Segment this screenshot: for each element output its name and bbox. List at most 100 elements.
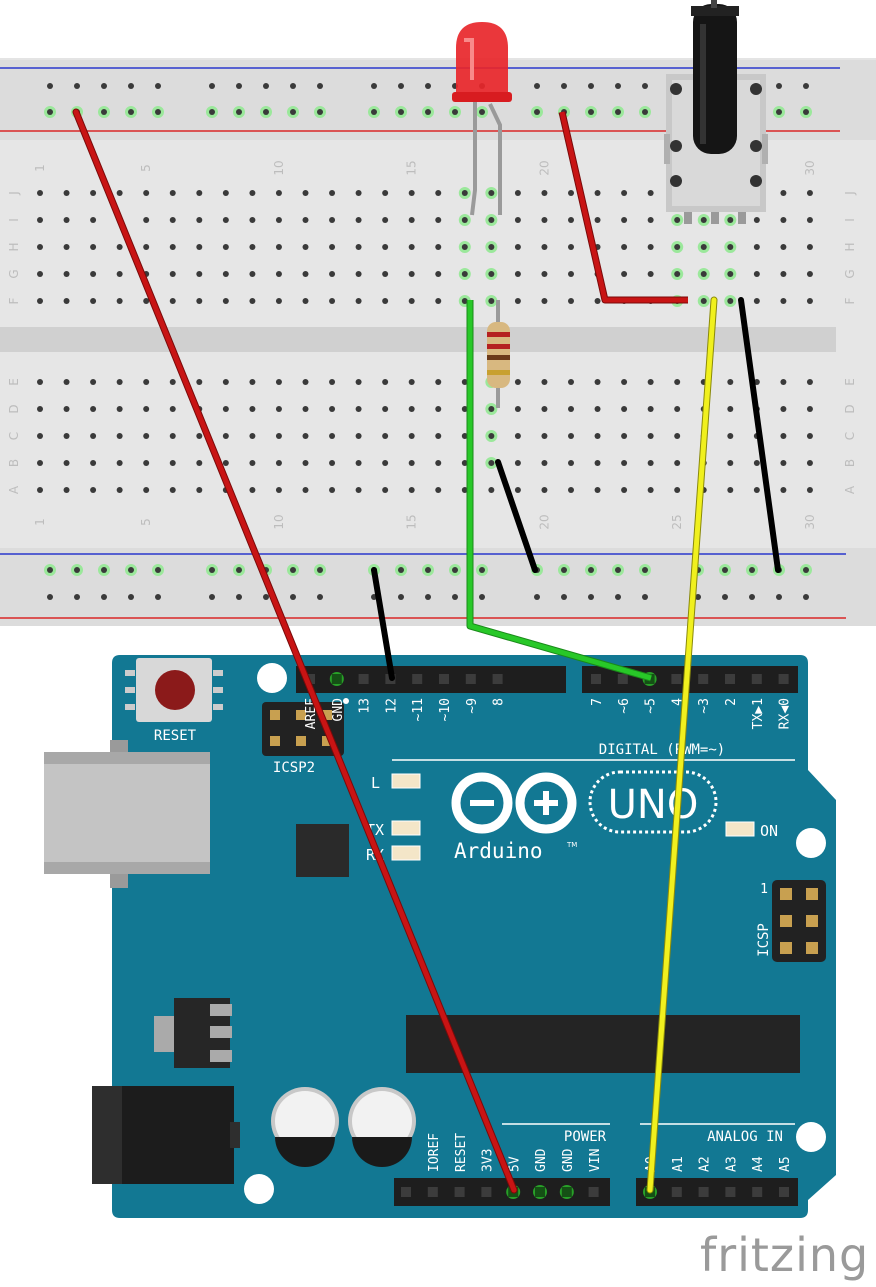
breadboard-hole[interactable] xyxy=(143,460,150,466)
breadboard-hole[interactable] xyxy=(222,271,229,277)
header-pin[interactable] xyxy=(465,674,476,684)
breadboard-hole[interactable] xyxy=(329,244,336,250)
breadboard-hole[interactable] xyxy=(621,433,628,439)
breadboard-hole[interactable] xyxy=(63,460,70,466)
breadboard-hole[interactable] xyxy=(90,298,97,304)
rail-hole[interactable] xyxy=(101,83,107,89)
breadboard-hole[interactable] xyxy=(90,487,97,493)
breadboard-hole[interactable] xyxy=(37,271,43,277)
breadboard-hole[interactable] xyxy=(647,271,654,277)
breadboard-hole[interactable] xyxy=(674,406,681,412)
breadboard-hole[interactable] xyxy=(594,487,601,493)
breadboard-hole[interactable] xyxy=(727,271,734,277)
rail-hole[interactable] xyxy=(588,594,594,600)
breadboard-hole[interactable] xyxy=(302,244,309,250)
rail-hole[interactable] xyxy=(803,567,809,573)
breadboard-hole[interactable] xyxy=(435,244,442,250)
rail-hole[interactable] xyxy=(425,594,431,600)
breadboard-hole[interactable] xyxy=(382,379,389,385)
breadboard-hole[interactable] xyxy=(408,460,415,466)
breadboard-hole[interactable] xyxy=(621,379,628,385)
breadboard-hole[interactable] xyxy=(302,271,309,277)
breadboard-hole[interactable] xyxy=(90,190,97,196)
rail-hole[interactable] xyxy=(803,594,809,600)
breadboard-hole[interactable] xyxy=(435,271,442,277)
breadboard-hole[interactable] xyxy=(63,433,70,439)
breadboard-hole[interactable] xyxy=(249,487,256,493)
breadboard-hole[interactable] xyxy=(780,460,787,466)
breadboard-hole[interactable] xyxy=(275,217,282,223)
breadboard-hole[interactable] xyxy=(329,487,336,493)
breadboard-hole[interactable] xyxy=(143,298,150,304)
breadboard-hole[interactable] xyxy=(780,217,787,223)
breadboard-hole[interactable] xyxy=(700,217,707,223)
breadboard-hole[interactable] xyxy=(568,217,574,223)
rail-hole[interactable] xyxy=(155,567,161,573)
breadboard-hole[interactable] xyxy=(275,190,282,196)
rail-hole[interactable] xyxy=(101,567,107,573)
breadboard-hole[interactable] xyxy=(568,244,574,250)
rail-hole[interactable] xyxy=(47,109,53,115)
rail-hole[interactable] xyxy=(317,109,323,115)
breadboard-hole[interactable] xyxy=(222,460,229,466)
breadboard-hole[interactable] xyxy=(461,244,468,250)
header-pin[interactable] xyxy=(591,674,601,684)
breadboard-hole[interactable] xyxy=(37,190,43,196)
breadboard-hole[interactable] xyxy=(621,460,628,466)
rail-hole[interactable] xyxy=(642,594,648,600)
rail-hole[interactable] xyxy=(74,567,80,573)
breadboard-hole[interactable] xyxy=(727,244,734,250)
header-pin[interactable] xyxy=(671,1187,682,1197)
breadboard-hole[interactable] xyxy=(647,379,654,385)
breadboard-hole[interactable] xyxy=(37,460,43,466)
header-pin[interactable] xyxy=(588,1187,599,1197)
breadboard-hole[interactable] xyxy=(674,271,681,277)
breadboard-hole[interactable] xyxy=(541,379,548,385)
breadboard-hole[interactable] xyxy=(541,433,548,439)
rail-hole[interactable] xyxy=(398,109,404,115)
breadboard-hole[interactable] xyxy=(621,217,628,223)
breadboard-hole[interactable] xyxy=(541,271,548,277)
breadboard-hole[interactable] xyxy=(408,379,415,385)
breadboard-hole[interactable] xyxy=(488,433,495,439)
breadboard-hole[interactable] xyxy=(647,433,654,439)
breadboard-hole[interactable] xyxy=(674,244,681,250)
breadboard-hole[interactable] xyxy=(568,298,574,304)
rail-hole[interactable] xyxy=(101,109,107,115)
breadboard-hole[interactable] xyxy=(753,487,760,493)
breadboard-hole[interactable] xyxy=(196,217,203,223)
breadboard-hole[interactable] xyxy=(541,406,548,412)
breadboard-hole[interactable] xyxy=(621,244,628,250)
header-pin[interactable] xyxy=(725,1187,736,1197)
breadboard-hole[interactable] xyxy=(621,271,628,277)
breadboard-hole[interactable] xyxy=(780,487,787,493)
breadboard-hole[interactable] xyxy=(222,190,229,196)
breadboard-hole[interactable] xyxy=(196,244,203,250)
breadboard-hole[interactable] xyxy=(514,487,521,493)
breadboard-hole[interactable] xyxy=(302,487,309,493)
breadboard-hole[interactable] xyxy=(37,217,43,223)
breadboard-hole[interactable] xyxy=(647,244,654,250)
breadboard-hole[interactable] xyxy=(541,298,548,304)
breadboard-hole[interactable] xyxy=(329,298,336,304)
wire-pot-gnd[interactable] xyxy=(738,297,781,573)
breadboard-hole[interactable] xyxy=(90,433,97,439)
breadboard-hole[interactable] xyxy=(568,271,574,277)
breadboard-hole[interactable] xyxy=(727,298,734,304)
breadboard-hole[interactable] xyxy=(514,460,521,466)
breadboard-hole[interactable] xyxy=(435,217,442,223)
rail-hole[interactable] xyxy=(317,594,323,600)
rail-hole[interactable] xyxy=(236,567,242,573)
header-pin[interactable] xyxy=(752,1187,763,1197)
breadboard-hole[interactable] xyxy=(594,460,601,466)
breadboard-hole[interactable] xyxy=(727,433,734,439)
breadboard-hole[interactable] xyxy=(488,487,495,493)
breadboard-hole[interactable] xyxy=(408,406,415,412)
breadboard-hole[interactable] xyxy=(461,460,468,466)
rail-hole[interactable] xyxy=(615,109,621,115)
breadboard-hole[interactable] xyxy=(461,406,468,412)
breadboard-hole[interactable] xyxy=(461,217,468,223)
breadboard-hole[interactable] xyxy=(514,244,521,250)
rail-hole[interactable] xyxy=(209,594,215,600)
breadboard-hole[interactable] xyxy=(435,433,442,439)
